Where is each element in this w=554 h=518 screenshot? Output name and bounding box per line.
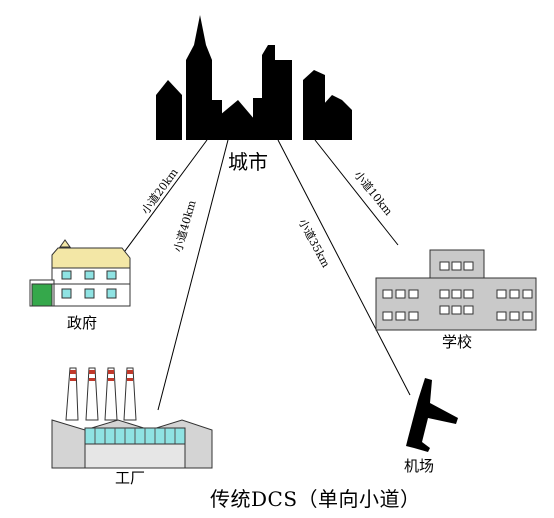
government-building-icon bbox=[29, 239, 131, 307]
road-line-factory bbox=[157, 139, 229, 411]
school-label: 学校 bbox=[442, 333, 473, 351]
government-label: 政府 bbox=[67, 314, 98, 332]
airplane-icon bbox=[406, 378, 458, 452]
road-line-government bbox=[121, 139, 208, 256]
factory-icon bbox=[51, 367, 213, 469]
road-line-school bbox=[314, 139, 399, 246]
airport-label: 机场 bbox=[404, 457, 435, 475]
road-lines bbox=[121, 139, 411, 411]
factory-label: 工厂 bbox=[115, 469, 146, 487]
road-line-airport bbox=[277, 139, 411, 396]
school-building-icon bbox=[375, 249, 537, 331]
city-skyline-icon bbox=[156, 15, 352, 140]
diagram-caption: 传统DCS（单向小道） bbox=[210, 487, 421, 511]
city-label: 城市 bbox=[228, 150, 268, 174]
